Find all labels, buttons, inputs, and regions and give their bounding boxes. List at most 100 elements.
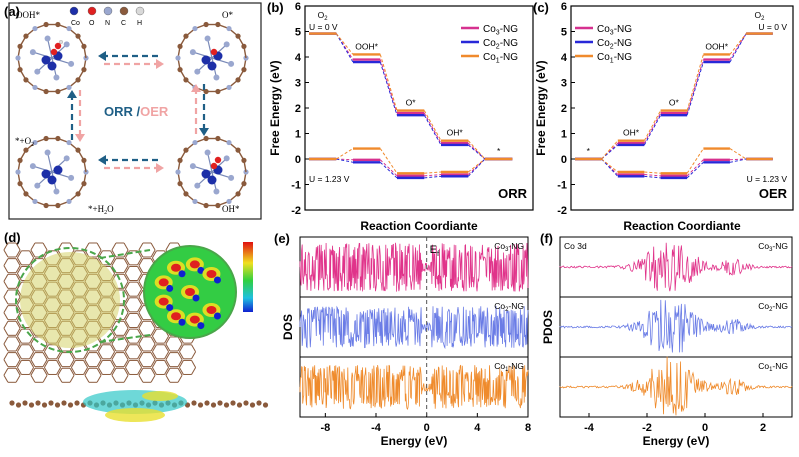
lattice-bond [124,281,130,290]
y-tick-label: 1 [561,129,567,141]
lattice-bond [111,242,117,251]
side-atom [54,402,61,408]
lobe-neg [192,294,200,302]
y-tick-label: -2 [557,205,567,217]
atom [226,139,232,146]
label-text: Ef [430,244,440,258]
lattice-bond [191,367,197,375]
y-tick-label: 2 [295,103,301,115]
lattice-bond [123,289,129,298]
lattice-bond [124,344,130,353]
transition-line [336,158,354,163]
atom-n [189,49,196,56]
lattice-bond [110,344,116,353]
lattice-bond [56,351,62,360]
lattice-bond [151,360,157,368]
side-atom [67,402,74,408]
lattice-bond [43,344,49,353]
transition-line [423,110,442,141]
species-o: O* [222,10,233,20]
side-atom [61,400,67,406]
atom-n [53,188,60,195]
lattice-bond [191,344,197,353]
side-atom [223,402,230,408]
lobe-core [206,305,217,314]
side-atom [210,402,217,408]
lattice-bond [30,242,36,251]
lattice-bond [124,304,130,313]
atom-n [34,68,41,75]
lobe-core [185,288,195,296]
atom [192,25,198,32]
y-axis-label: Free Energy (eV) [268,60,282,155]
lattice-bond [111,375,117,383]
lattice-bond [123,258,129,266]
lattice-bond [150,375,156,383]
atom [66,25,72,32]
lattice-bond [43,351,49,360]
atom [32,139,38,146]
lattice-bond [3,312,9,320]
side-atom [243,400,249,406]
lattice-bond [138,352,144,360]
lattice-bond [164,360,170,368]
atom [203,135,209,142]
side-atom [48,400,54,406]
lattice-bond [3,321,9,329]
lattice-bond [124,257,130,266]
atom [203,88,209,95]
atom [23,33,29,39]
potential-label-123: U = 1.23 V [747,174,788,184]
atom [43,21,49,28]
atom-n [223,155,230,162]
lattice-bond [137,304,143,313]
potential-label-0: U = 0 V [309,22,338,32]
lattice-bond [56,367,62,375]
side-atom [249,402,256,408]
lattice-bond [56,360,62,368]
atom [203,202,209,209]
panel-label-b: (b) [267,0,284,15]
panel-d-charge-density: (d) [3,230,269,422]
y-tick-label: 0 [561,154,567,166]
transition-line [467,144,486,160]
transition-line [423,112,442,144]
atom [43,135,49,142]
lattice-bond [123,368,129,376]
lattice-bond [137,367,143,375]
lattice-bond [177,336,183,345]
y-tick-label: 3 [561,78,567,90]
lattice-bond [165,343,171,352]
lattice-bond [16,266,22,274]
transition-line [644,171,661,174]
label-text: O2 [318,10,328,22]
lattice-bond [165,375,171,383]
lattice-bond [137,320,143,328]
lattice-bond [111,321,117,329]
lattice-bond [15,375,21,383]
atom [183,147,189,153]
side-view-lattice [9,390,269,422]
lattice-bond [3,242,9,251]
transition-line [686,159,704,177]
atom [183,77,189,83]
lattice-bond [137,281,143,290]
atom [75,77,81,83]
lattice-bond [43,360,49,368]
lattice-bond [137,351,143,360]
transition-line [729,158,747,161]
legend-atom-O [87,6,97,16]
lattice-bond [3,343,9,352]
lattice-bond [15,352,21,360]
label-text: Co2-NG [758,301,788,313]
x-tick-label: -2 [642,422,652,434]
bond [206,152,213,173]
transition-line [729,33,747,63]
transition-line [424,174,442,177]
atom [17,43,23,49]
lattice-bond [124,273,130,281]
lattice-bond [96,242,102,251]
lattice-bond [178,351,184,360]
